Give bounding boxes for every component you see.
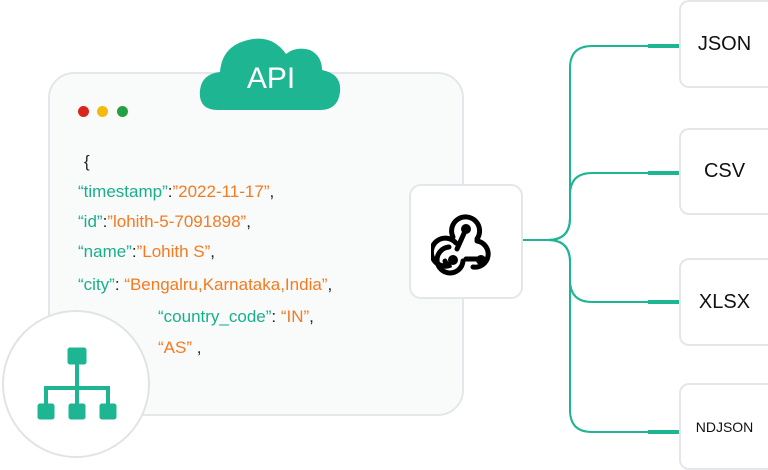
webhook-node[interactable] [409,184,523,299]
code-line: “id”:”lohith-5-7091898”, [78,212,251,232]
code-end: , [327,275,333,294]
code-open-brace: { [84,152,90,171]
code-key: “country_code” [158,307,272,326]
format-xlsx[interactable]: XLSX [679,258,768,346]
code-key: “id” [78,212,103,231]
window-maximize-dot [117,106,128,117]
code-value: ”2022-11-17” [172,182,270,201]
code-key: “city” [78,275,115,294]
code-line: “AS” , [158,338,201,358]
code-value: ”lohith-5-7091898” [107,212,247,231]
format-label: CSV [703,160,746,182]
code-end: , [269,182,275,201]
cloud-icon [199,38,341,110]
hierarchy-badge [2,310,150,458]
code-value: “AS” [158,338,192,357]
format-label: NDJSON [695,418,754,435]
code-key: “name” [78,242,132,261]
code-end: , [210,242,216,261]
format-label: XLSX [698,290,751,313]
code-sep: : [102,212,108,231]
code-sep: : [114,275,125,294]
api-label: API [246,62,296,95]
code-end: , [309,307,314,326]
code-key: “timestamp” [78,182,168,201]
code-end: , [192,338,202,357]
code-value: “IN” [280,307,310,326]
format-json[interactable]: JSON [679,0,768,88]
code-line: “name”:”Lohith S”, [78,242,215,262]
format-label: JSON [697,32,752,55]
org-chart-icon [37,347,117,420]
window-minimize-dot [97,106,108,117]
code-end: , [246,212,251,231]
code-line: “country_code”: “IN”, [158,307,314,327]
format-ndjson[interactable]: NDJSON [679,383,768,470]
code-sep: : [271,307,281,326]
code-sep: : [167,182,173,201]
code-line: “city”: “Bengalru,Karnataka,India”, [78,275,332,295]
code-sep: : [131,242,137,261]
window-close-dot [78,106,89,117]
code-line: “timestamp”:”2022-11-17”, [78,182,274,202]
format-csv[interactable]: CSV [679,128,768,215]
webhook-icon [431,213,491,275]
code-value: “Bengalru,Karnataka,India” [124,275,328,294]
code-value: ”Lohith S” [136,242,211,261]
